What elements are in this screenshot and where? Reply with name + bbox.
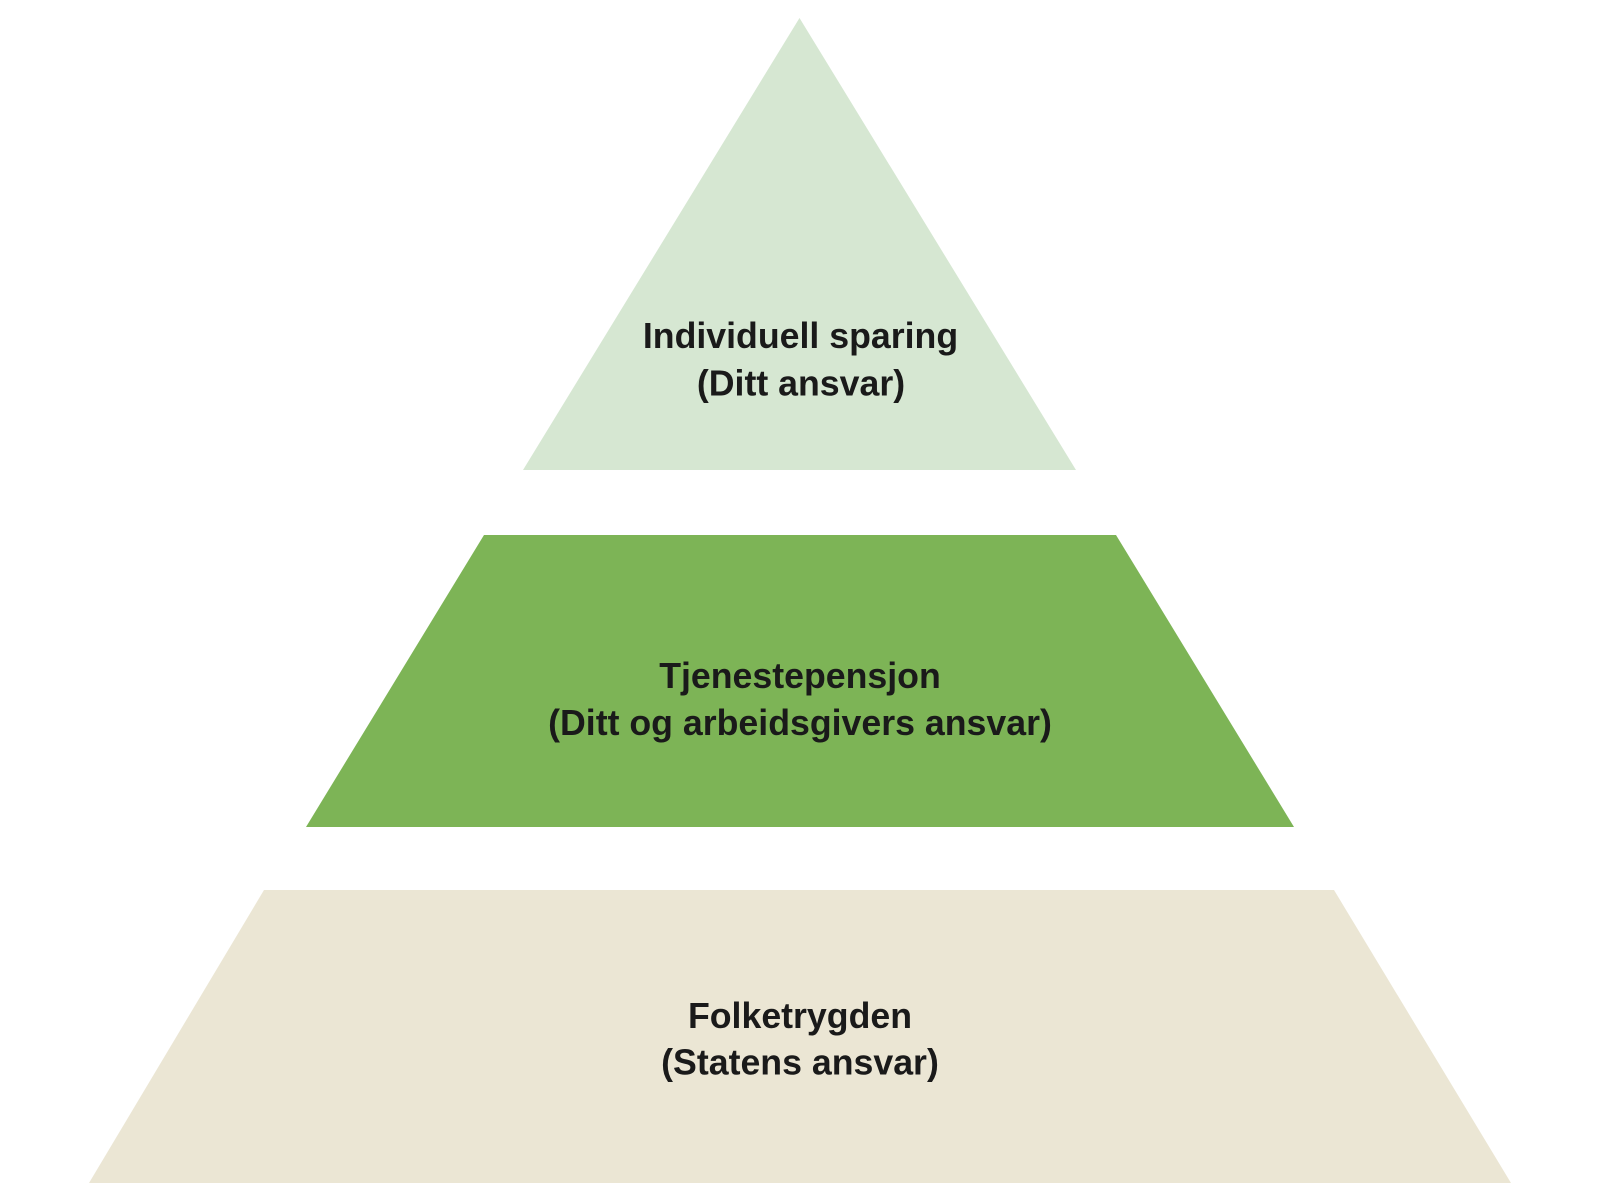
svg-text:(Ditt og arbeidsgivers ansvar): (Ditt og arbeidsgivers ansvar) bbox=[548, 703, 1052, 743]
svg-text:Tjenestepensjon: Tjenestepensjon bbox=[659, 656, 941, 696]
svg-text:Folketrygden: Folketrygden bbox=[688, 996, 912, 1036]
svg-text:Individuell sparing: Individuell sparing bbox=[643, 316, 958, 356]
svg-text:(Statens ansvar): (Statens ansvar) bbox=[661, 1043, 939, 1083]
svg-text:(Ditt ansvar): (Ditt ansvar) bbox=[697, 363, 905, 403]
